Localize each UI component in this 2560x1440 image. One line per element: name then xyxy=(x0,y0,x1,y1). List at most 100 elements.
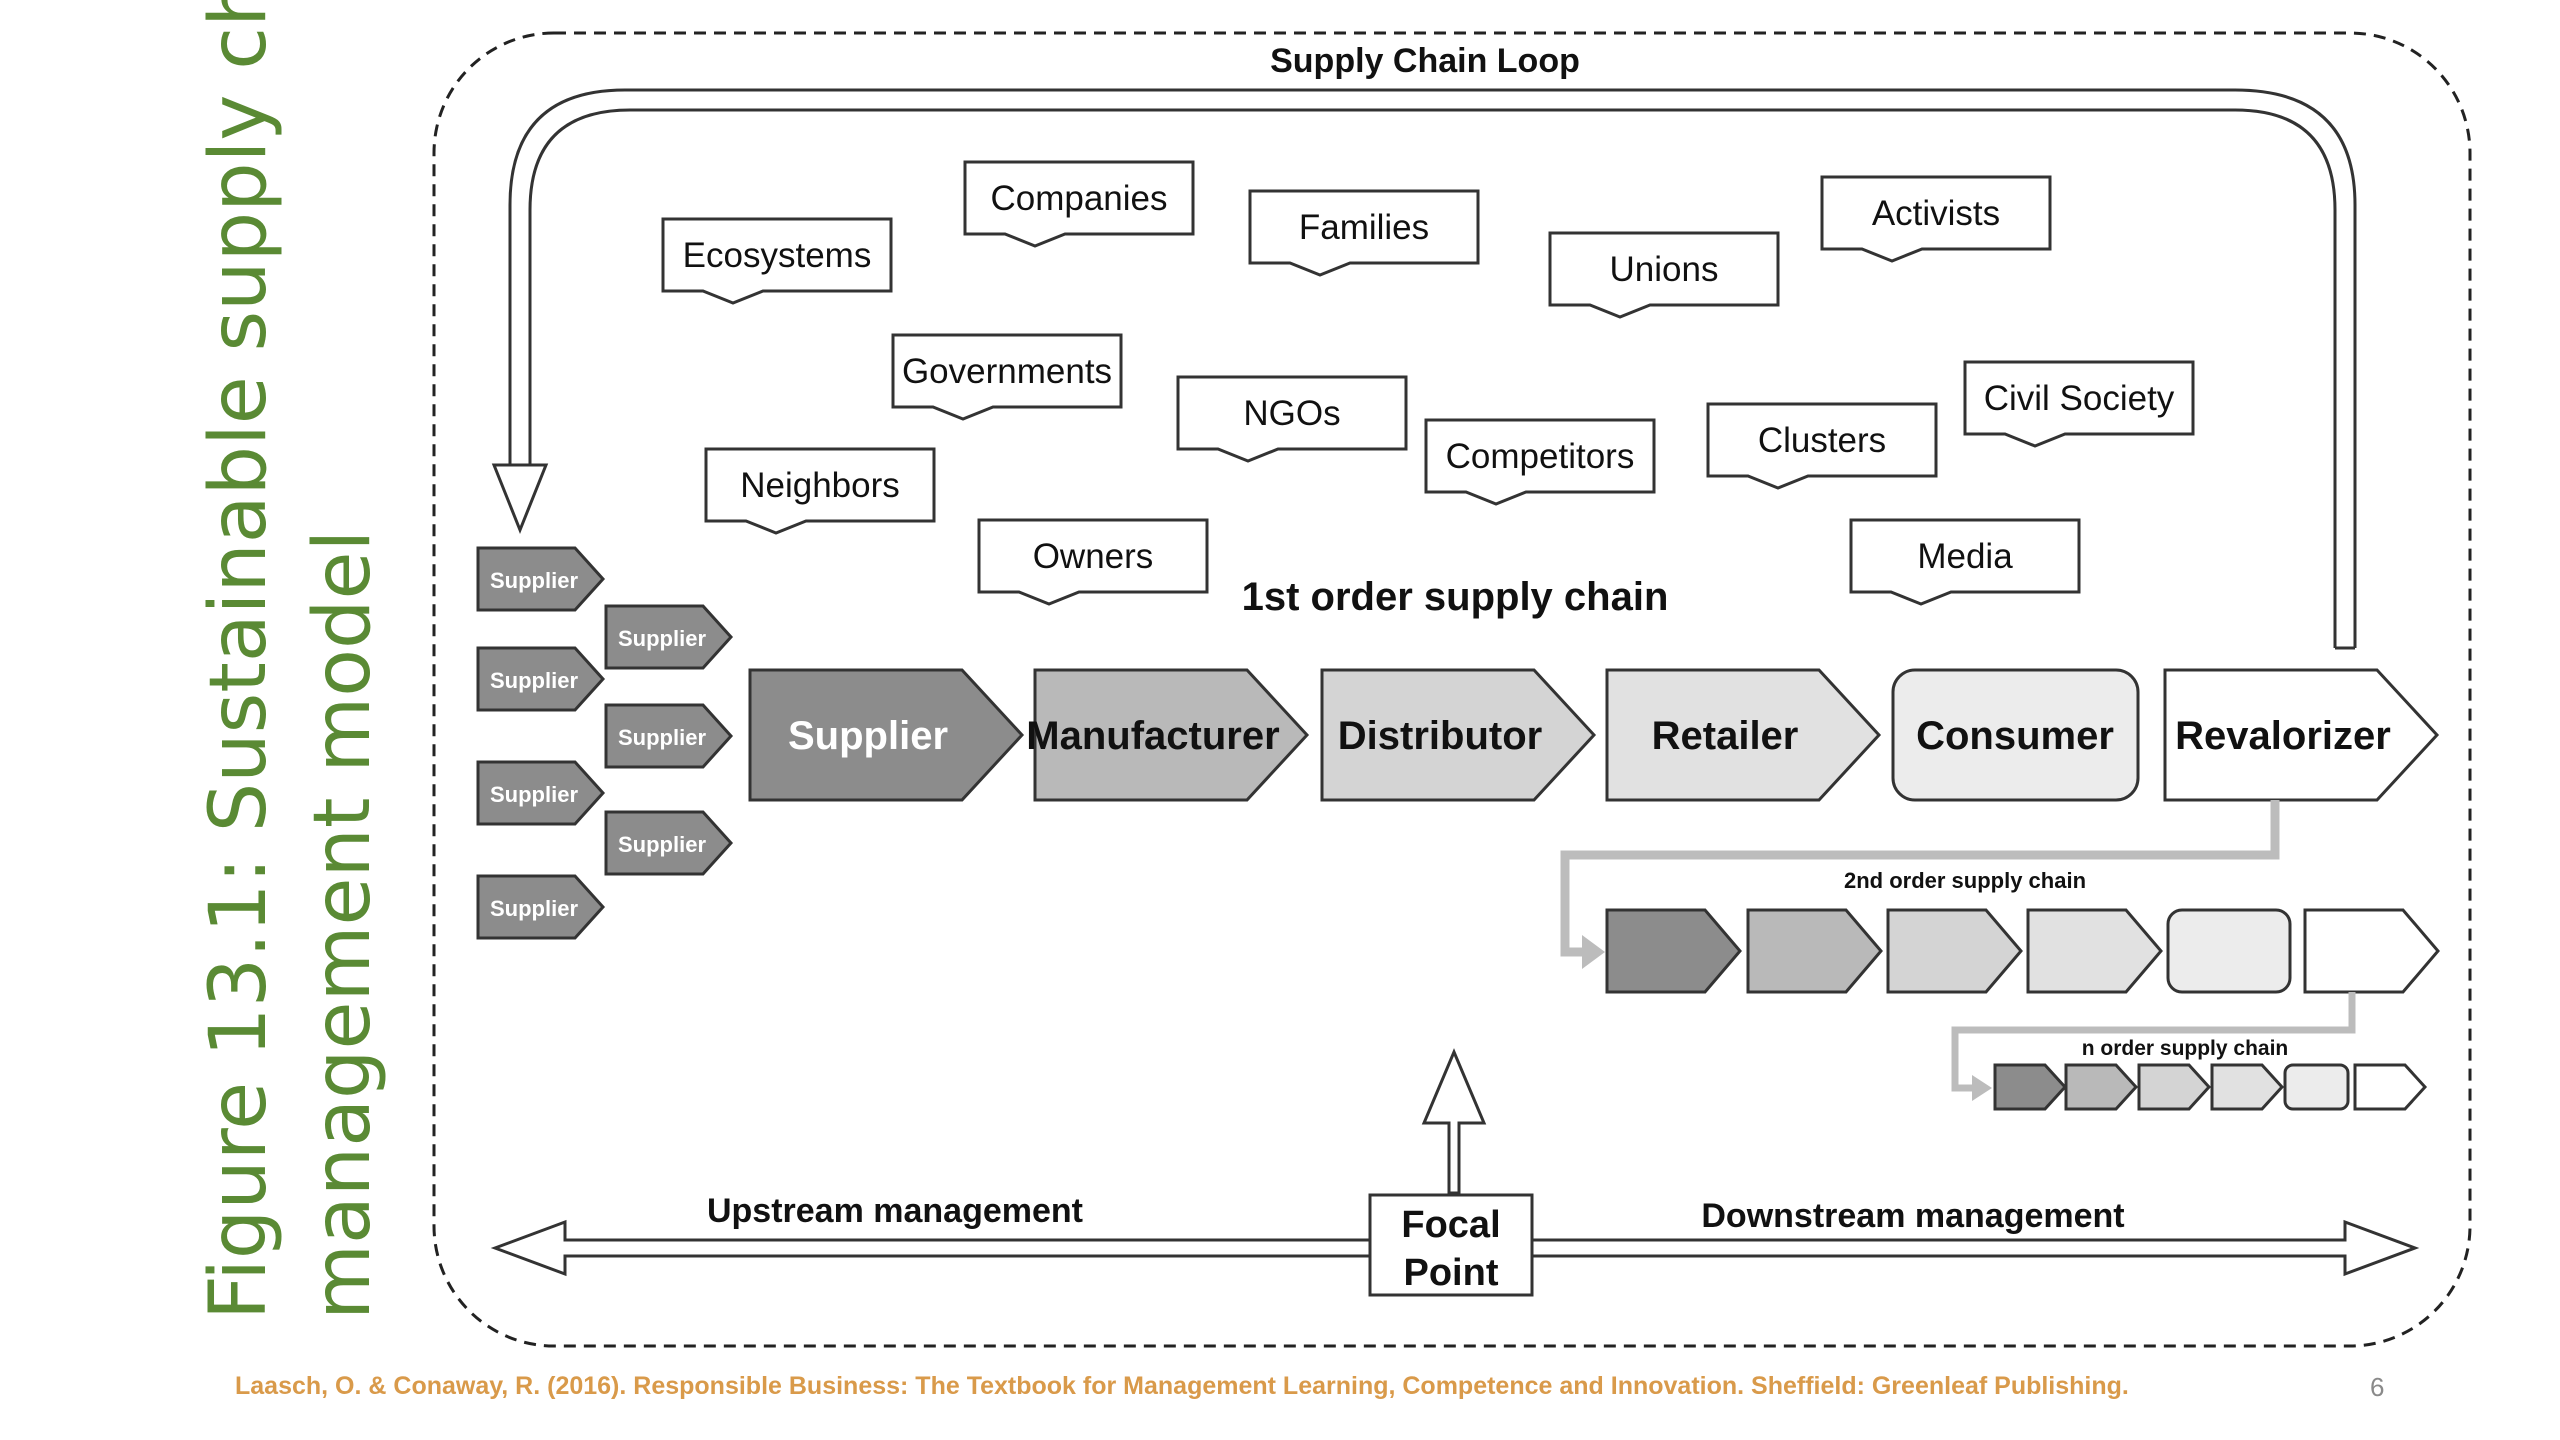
small-supplier-arrow: Supplier xyxy=(476,646,606,712)
loop-arrow xyxy=(491,88,2357,650)
chain-stage-label: Manufacturer xyxy=(1026,714,1279,758)
small-supplier-label: Supplier xyxy=(618,725,706,750)
stakeholder-callout xyxy=(1849,518,2081,606)
small-supplier-arrow: Supplier xyxy=(476,546,606,612)
chain-stage-consumer: Consumer xyxy=(1891,668,2140,802)
stakeholder-label: Families xyxy=(1299,208,1429,247)
stakeholder-callout xyxy=(1706,402,1938,490)
stakeholder-label: Competitors xyxy=(1446,437,1635,476)
second-order-chain xyxy=(1605,908,2440,994)
chain-stage-label: Revalorizer xyxy=(2175,714,2391,758)
stakeholder-ecosystems: Ecosystems xyxy=(661,217,893,305)
second-order-stage xyxy=(1746,908,1883,994)
stakeholder-callout xyxy=(704,447,936,535)
second-order-connector-head xyxy=(1582,935,1605,969)
stakeholder-companies: Companies xyxy=(963,160,1195,248)
n-order-stage xyxy=(2353,1063,2428,1111)
n-order-stage xyxy=(1993,1063,2068,1111)
small-supplier-label: Supplier xyxy=(618,626,706,651)
small-supplier-label: Supplier xyxy=(490,896,578,921)
small-supplier-arrow: Supplier xyxy=(476,760,606,826)
stakeholder-callout xyxy=(1548,231,1780,319)
small-supplier-arrow: Supplier xyxy=(476,874,606,940)
stakeholder-callout xyxy=(1963,360,2195,448)
stakeholder-label: Governments xyxy=(902,352,1112,391)
stakeholder-label: Unions xyxy=(1610,250,1719,289)
focal-up-arrow xyxy=(1421,1048,1487,1195)
stakeholder-governments: Governments xyxy=(891,333,1123,421)
stakeholder-label: Companies xyxy=(990,179,1167,218)
page-number: 6 xyxy=(2370,1372,2385,1402)
n-order-label: n order supply chain xyxy=(2082,1037,2289,1060)
focal-point-box xyxy=(1368,1193,1534,1297)
upstream-label: Upstream management xyxy=(707,1192,1083,1230)
n-order-chain xyxy=(1993,1063,2428,1111)
stakeholder-unions: Unions xyxy=(1548,231,1780,319)
loop-label: Supply Chain Loop xyxy=(1270,42,1580,80)
focal-point-line-2: Point xyxy=(1404,1252,1499,1294)
chain-stage-supplier: Supplier xyxy=(748,668,1025,802)
small-suppliers-group: SupplierSupplierSupplierSupplierSupplier… xyxy=(476,546,734,940)
stakeholder-callout xyxy=(1248,189,1480,277)
stakeholder-owners: Owners xyxy=(977,518,1209,606)
small-supplier-label: Supplier xyxy=(618,832,706,857)
n-order-connector xyxy=(1951,992,2356,1092)
stakeholder-ngos: NGOs xyxy=(1176,375,1408,463)
chain-stage-label: Consumer xyxy=(1916,714,2114,758)
n-order-stage xyxy=(2210,1063,2285,1111)
first-order-label: 1st order supply chain xyxy=(1242,575,1669,619)
first-order-chain: Supplier Manufacturer Distributor Retailer C… xyxy=(748,668,2440,802)
loop-boundary xyxy=(432,31,2472,1348)
stakeholder-media: Media xyxy=(1849,518,2081,606)
downstream-label: Downstream management xyxy=(1701,1197,2124,1235)
chain-stage-label: Supplier xyxy=(788,714,948,758)
stakeholder-neighbors: Neighbors xyxy=(704,447,936,535)
chain-stage-label: Distributor xyxy=(1338,714,1542,758)
stakeholder-civil-society: Civil Society xyxy=(1963,360,2195,448)
stakeholder-label: Media xyxy=(1917,537,2013,576)
stakeholder-families: Families xyxy=(1248,189,1480,277)
small-supplier-arrow: Supplier xyxy=(604,810,734,876)
chain-stage-retailer: Retailer xyxy=(1605,668,1882,802)
stakeholder-callout xyxy=(977,518,1209,606)
small-supplier-arrow: Supplier xyxy=(604,703,734,769)
stakeholder-label: Ecosystems xyxy=(683,236,872,275)
stakeholder-callout xyxy=(661,217,893,305)
stakeholder-callout xyxy=(1176,375,1408,463)
stakeholder-label: Owners xyxy=(1033,537,1154,576)
focal-point-line-1: Focal xyxy=(1401,1204,1500,1246)
second-order-stage xyxy=(2303,908,2440,994)
citation: Laasch, O. & Conaway, R. (2016). Respons… xyxy=(235,1372,2129,1400)
second-order-stage xyxy=(1886,908,2023,994)
stakeholder-competitors: Competitors xyxy=(1424,418,1656,506)
stakeholder-callout xyxy=(963,160,1195,248)
small-supplier-label: Supplier xyxy=(490,668,578,693)
second-order-stage xyxy=(2166,908,2292,994)
stakeholder-callout xyxy=(1820,175,2052,263)
second-order-stage xyxy=(1605,908,1742,994)
chain-stage-distributor: Distributor xyxy=(1320,668,1597,802)
second-order-connector xyxy=(1560,800,2280,957)
small-supplier-label: Supplier xyxy=(490,568,578,593)
stakeholder-activists: Activists xyxy=(1820,175,2052,263)
n-order-stage xyxy=(2283,1063,2350,1111)
stakeholder-label: Civil Society xyxy=(1984,379,2175,418)
stakeholder-callout xyxy=(891,333,1123,421)
n-order-stage xyxy=(2137,1063,2212,1111)
second-order-label: 2nd order supply chain xyxy=(1844,868,2086,893)
stakeholder-callout xyxy=(1424,418,1656,506)
stakeholder-label: NGOs xyxy=(1243,394,1340,433)
chain-stage-label: Retailer xyxy=(1652,714,1799,758)
chain-stage-revalorizer: Revalorizer xyxy=(2163,668,2440,802)
stakeholder-label: Activists xyxy=(1872,194,2000,233)
stakeholder-label: Neighbors xyxy=(740,466,900,505)
n-order-connector-head xyxy=(1972,1075,1992,1101)
second-order-stage xyxy=(2026,908,2163,994)
small-supplier-label: Supplier xyxy=(490,782,578,807)
small-supplier-arrow: Supplier xyxy=(604,604,734,670)
stakeholder-label: Clusters xyxy=(1758,421,1886,460)
n-order-stage xyxy=(2064,1063,2139,1111)
stakeholder-clusters: Clusters xyxy=(1706,402,1938,490)
